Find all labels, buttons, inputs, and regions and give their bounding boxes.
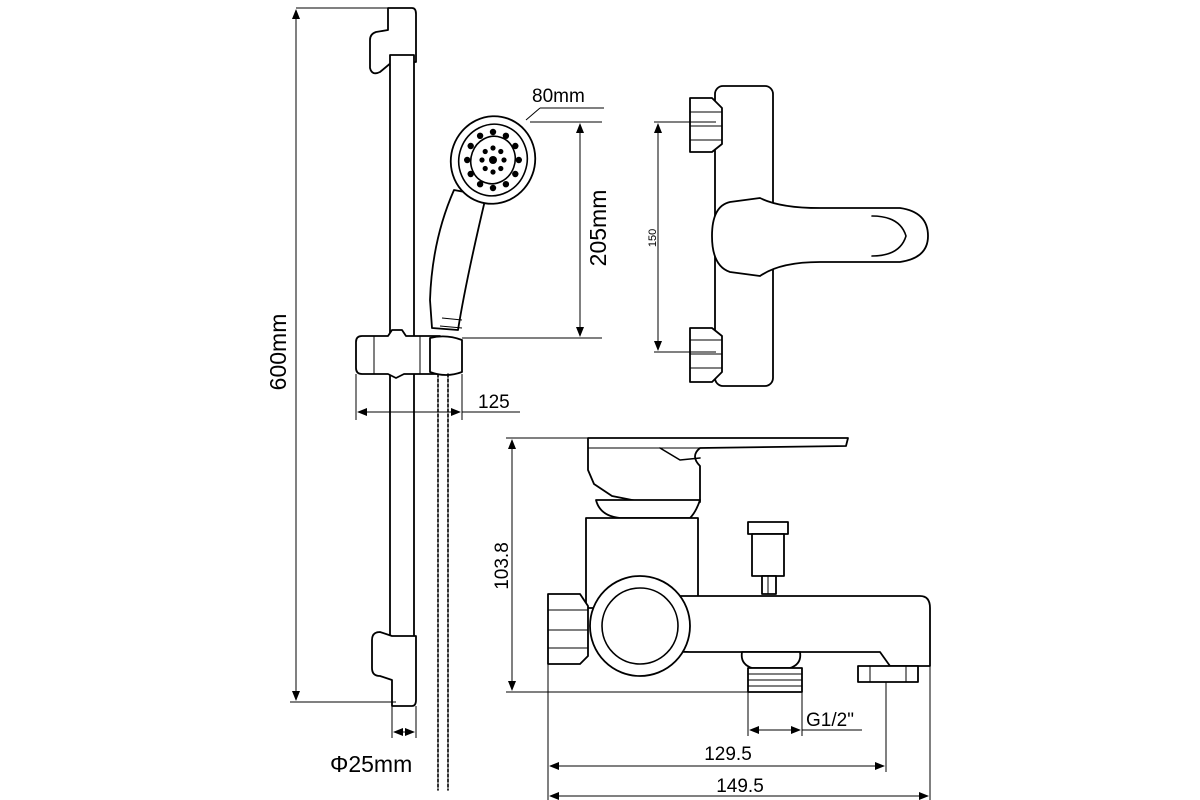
mixer-side-view	[547, 437, 931, 693]
hand-shower	[429, 115, 537, 331]
handset-length-label: 205mm	[585, 190, 611, 267]
dimension-lines	[290, 7, 931, 800]
mixer-height-label: 103.8	[492, 542, 513, 590]
shower-rail	[355, 7, 463, 707]
total-length-label: 149.5	[716, 776, 764, 797]
rail-diameter-label: Φ25mm	[330, 751, 412, 777]
shower-hose	[437, 373, 449, 791]
head-diameter-label: 80mm	[532, 86, 585, 107]
mixer-top-view	[689, 85, 929, 387]
holder-offset-label: 125	[478, 392, 510, 413]
rail-height-label: 600mm	[265, 314, 291, 391]
outlet-thread-label: G1/2"	[806, 710, 854, 731]
spout-length-label: 129.5	[704, 744, 752, 765]
valve-center-label: 150	[647, 229, 659, 247]
